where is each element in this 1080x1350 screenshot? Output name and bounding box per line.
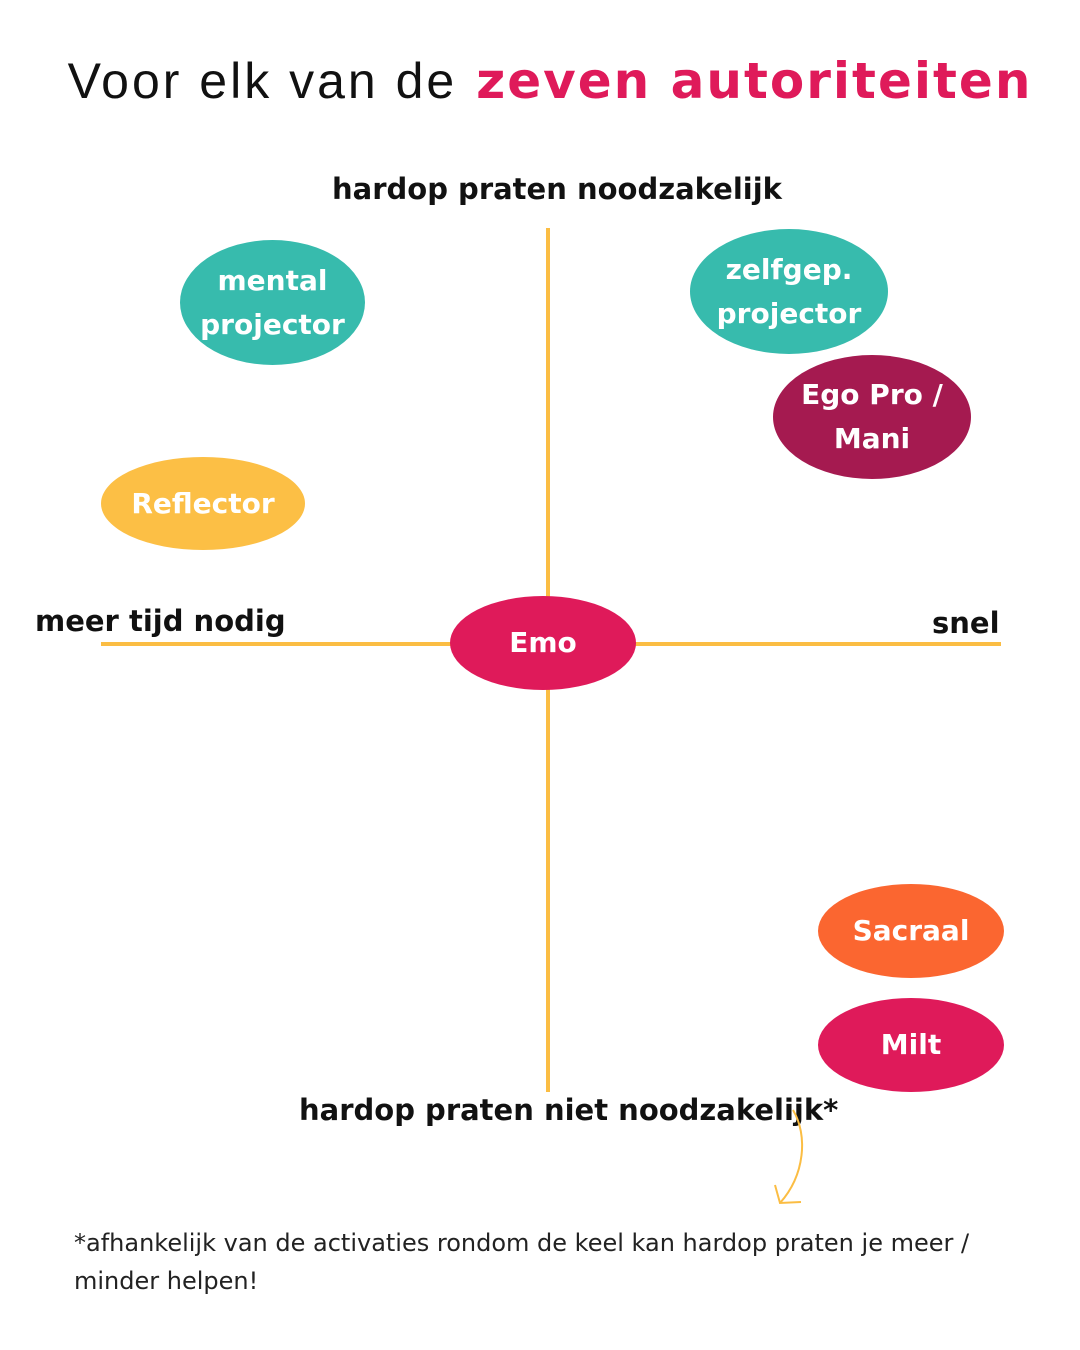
title-accent: zeven autoriteiten [476, 52, 1033, 110]
bubble-line1: Ego Pro / [801, 378, 943, 411]
title-plain: Voor elk van de [67, 53, 458, 109]
bubble-line1: mental [217, 263, 328, 297]
axis-label-bottom: hardop praten niet noodzakelijk* [299, 1093, 839, 1127]
authority-reflector: Reflector [101, 457, 305, 550]
authority-sacraal: Sacraal [818, 884, 1004, 978]
bubble-line2: projector [716, 296, 862, 330]
bubble-line1: Milt [880, 1028, 942, 1061]
axis-label-left: meer tijd nodig [35, 604, 286, 638]
footnote: *afhankelijk van de activaties rondom de… [74, 1229, 970, 1295]
authority-ego-pro-mani: Ego Pro / Mani [773, 355, 971, 479]
authority-emo: Emo [450, 596, 636, 690]
authority-zelfgep-projector: zelfgep. projector [690, 229, 888, 354]
bubble-line1: Emo [509, 626, 577, 659]
bubble-line1: Reflector [131, 486, 275, 520]
bubble-line2: projector [200, 307, 345, 341]
authority-milt: Milt [818, 998, 1004, 1092]
axis-label-right: snel [932, 606, 1000, 640]
axis-label-top: hardop praten noodzakelijk [332, 172, 782, 206]
curved-arrow-icon [774, 1109, 804, 1205]
bubble-line1: zelfgep. [725, 252, 853, 286]
page-title: Voor elk van de zeven autoriteiten [0, 52, 1080, 110]
bubble-line2: Mani [833, 422, 911, 455]
authority-mental-projector: mental projector [180, 240, 365, 365]
bubble-line1: Sacraal [852, 914, 970, 947]
